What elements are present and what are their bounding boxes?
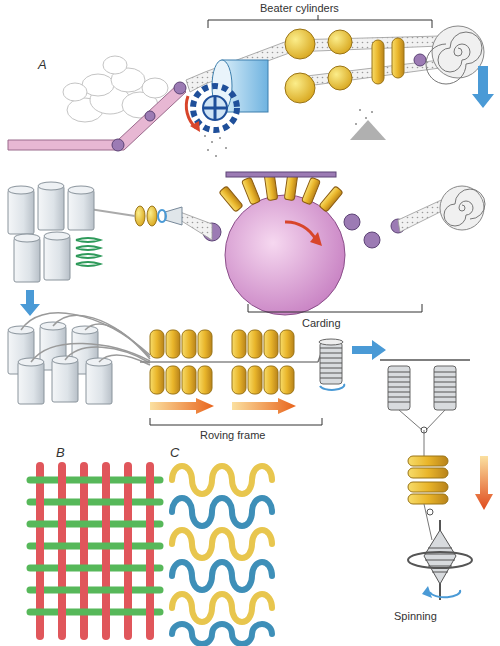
roving-bobbins <box>380 360 470 460</box>
roving-bracket <box>150 418 322 425</box>
lap-roll <box>426 26 484 84</box>
falling-dust <box>204 109 386 157</box>
ring-spindle <box>408 520 472 600</box>
beater-bracket <box>208 14 432 28</box>
beater-drum <box>186 60 268 132</box>
section-label: Beater cylinders <box>258 2 341 15</box>
card-lap <box>398 186 485 232</box>
flow-arrow <box>20 290 40 316</box>
flow-arrow <box>352 340 386 360</box>
section-label: Carding <box>300 317 343 330</box>
figure-letter: B <box>54 446 67 459</box>
sliver-feeds <box>21 313 150 365</box>
drafting-rollers <box>140 330 318 394</box>
carding-cylinder <box>225 195 345 315</box>
knitted-fabric <box>172 466 272 644</box>
figure-letter: C <box>168 446 181 459</box>
sliver-cans <box>8 182 100 282</box>
carding-rollers <box>203 214 405 248</box>
beater-rollers <box>285 29 426 103</box>
speed-arrow <box>232 398 296 414</box>
section-label: Roving frame <box>198 429 267 442</box>
spinning-rollers <box>408 456 448 540</box>
flyer-bobbin <box>318 339 344 390</box>
woven-fabric <box>30 466 160 636</box>
cotton-bale-fluff <box>63 56 168 122</box>
speed-arrow <box>150 398 214 414</box>
roving-cans <box>8 322 112 404</box>
flow-arrow <box>472 66 494 108</box>
figure-letter: A <box>36 58 49 71</box>
section-label: Spinning <box>392 610 439 623</box>
carding-flats <box>219 172 343 212</box>
feed-conveyor <box>8 82 186 151</box>
speed-arrow <box>475 456 493 510</box>
carding-bracket <box>248 304 422 312</box>
